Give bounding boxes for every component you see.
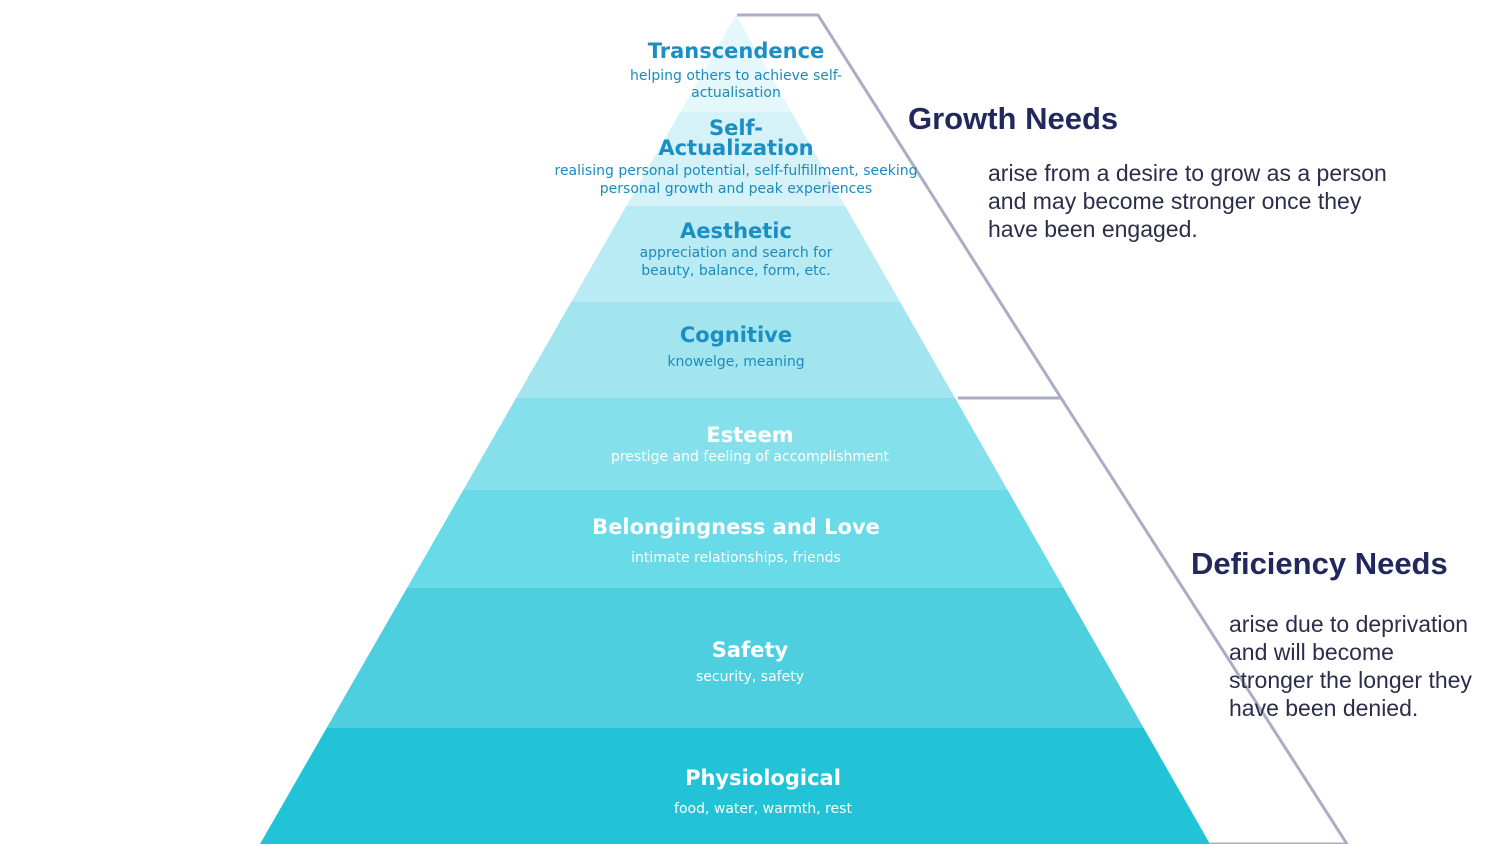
tier-cognitive	[516, 302, 955, 398]
deficiency-needs-description: arise due to deprivation and will become…	[1229, 611, 1472, 721]
level-description: intimate relationships, friends	[631, 550, 841, 566]
level-self-actualization: Self-Actualization realising personal po…	[546, 118, 926, 198]
level-description: food, water, warmth, rest	[674, 801, 852, 817]
level-title: Self-Actualization	[658, 116, 814, 160]
tier-aesthetic	[571, 206, 901, 302]
level-description: helping others to achieve self-actualisa…	[630, 68, 842, 101]
level-title: Esteem	[706, 423, 794, 447]
level-title: Aesthetic	[680, 219, 792, 243]
level-transcendence: Transcendence helping others to achieve …	[616, 38, 856, 102]
level-aesthetic: Aesthetic appreciation and search for be…	[616, 218, 856, 280]
level-title: Transcendence	[647, 39, 825, 63]
level-description: appreciation and search for beauty, bala…	[639, 245, 833, 279]
growth-needs-bracket	[737, 13, 1064, 400]
growth-needs-title: Growth Needs	[908, 101, 1119, 136]
level-title: Belongingness and Love	[592, 515, 880, 539]
level-title: Physiological	[685, 766, 841, 790]
level-cognitive: Cognitive knowelge, meaning	[586, 321, 886, 371]
tier-physiological	[260, 728, 1210, 844]
growth-needs-description: arise from a desire to grow as a person …	[988, 160, 1387, 242]
level-description: knowelge, meaning	[667, 354, 805, 370]
tier-esteem	[463, 398, 1008, 490]
level-description: prestige and feeling of accomplishment	[610, 449, 890, 465]
level-title: Cognitive	[679, 323, 793, 347]
level-belongingness-love: Belongingness and Love intimate relation…	[526, 513, 946, 567]
pyramid-tiers	[260, 15, 1210, 844]
level-physiological: Physiological food, water, warmth, rest	[603, 764, 923, 818]
tier-self-actualization	[626, 112, 846, 206]
tier-belongingness-love	[406, 490, 1064, 588]
tier-safety	[326, 588, 1144, 728]
level-title: Safety	[711, 638, 789, 662]
level-esteem: Esteem prestige and feeling of accomplis…	[560, 421, 940, 466]
deficiency-needs-title: Deficiency Needs	[1191, 546, 1448, 581]
tier-transcendence	[680, 15, 792, 112]
deficiency-needs-bracket	[1059, 397, 1349, 844]
level-safety: Safety security, safety	[600, 636, 900, 686]
level-description: security, safety	[696, 669, 804, 685]
level-description: realising personal potential, self-fulfi…	[554, 163, 918, 197]
